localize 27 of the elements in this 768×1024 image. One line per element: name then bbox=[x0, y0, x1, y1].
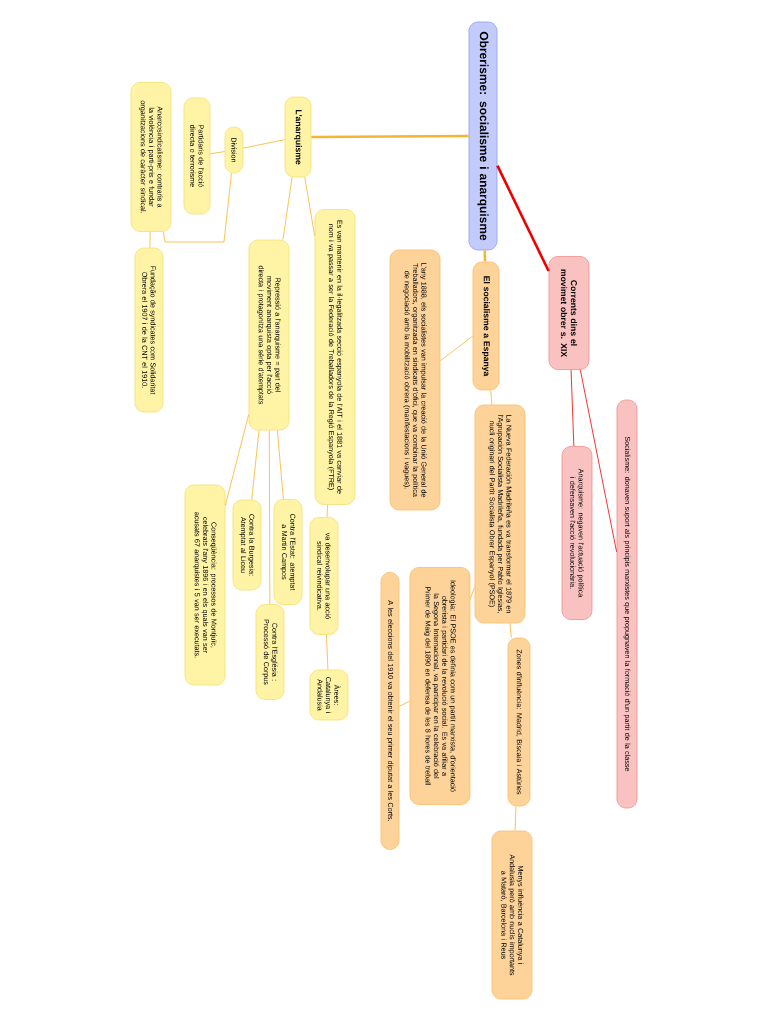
connector-line bbox=[440, 335, 473, 362]
topic-box: Obrerisme: socialisme i anarquisme bbox=[468, 21, 498, 251]
connector-line bbox=[282, 177, 293, 240]
connector-line bbox=[210, 151, 225, 155]
connector-line bbox=[470, 586, 475, 600]
branch-box: L'anarquisme bbox=[284, 96, 312, 178]
connector-line bbox=[268, 430, 271, 605]
connector-line bbox=[225, 414, 249, 506]
connector-line bbox=[326, 504, 328, 518]
connector-line bbox=[251, 430, 260, 500]
connector-line bbox=[496, 165, 550, 272]
connector-line bbox=[399, 700, 410, 707]
connector-line bbox=[326, 634, 329, 670]
connector-line bbox=[490, 390, 493, 405]
connector-line bbox=[570, 369, 575, 447]
branch-box: Corrents dins el movimet obrer s. XIX bbox=[548, 256, 590, 370]
connector-line bbox=[149, 231, 151, 248]
connector-line bbox=[514, 806, 517, 831]
connector-line bbox=[276, 430, 284, 500]
connector-line bbox=[311, 134, 469, 139]
connector-line bbox=[304, 177, 315, 237]
connector-line bbox=[483, 250, 487, 262]
connector-line bbox=[162, 173, 232, 243]
connector-line bbox=[509, 623, 512, 638]
connector-line bbox=[243, 139, 285, 149]
connector-line bbox=[579, 369, 617, 553]
branch-box: El socialisme a Espanya bbox=[472, 261, 500, 391]
